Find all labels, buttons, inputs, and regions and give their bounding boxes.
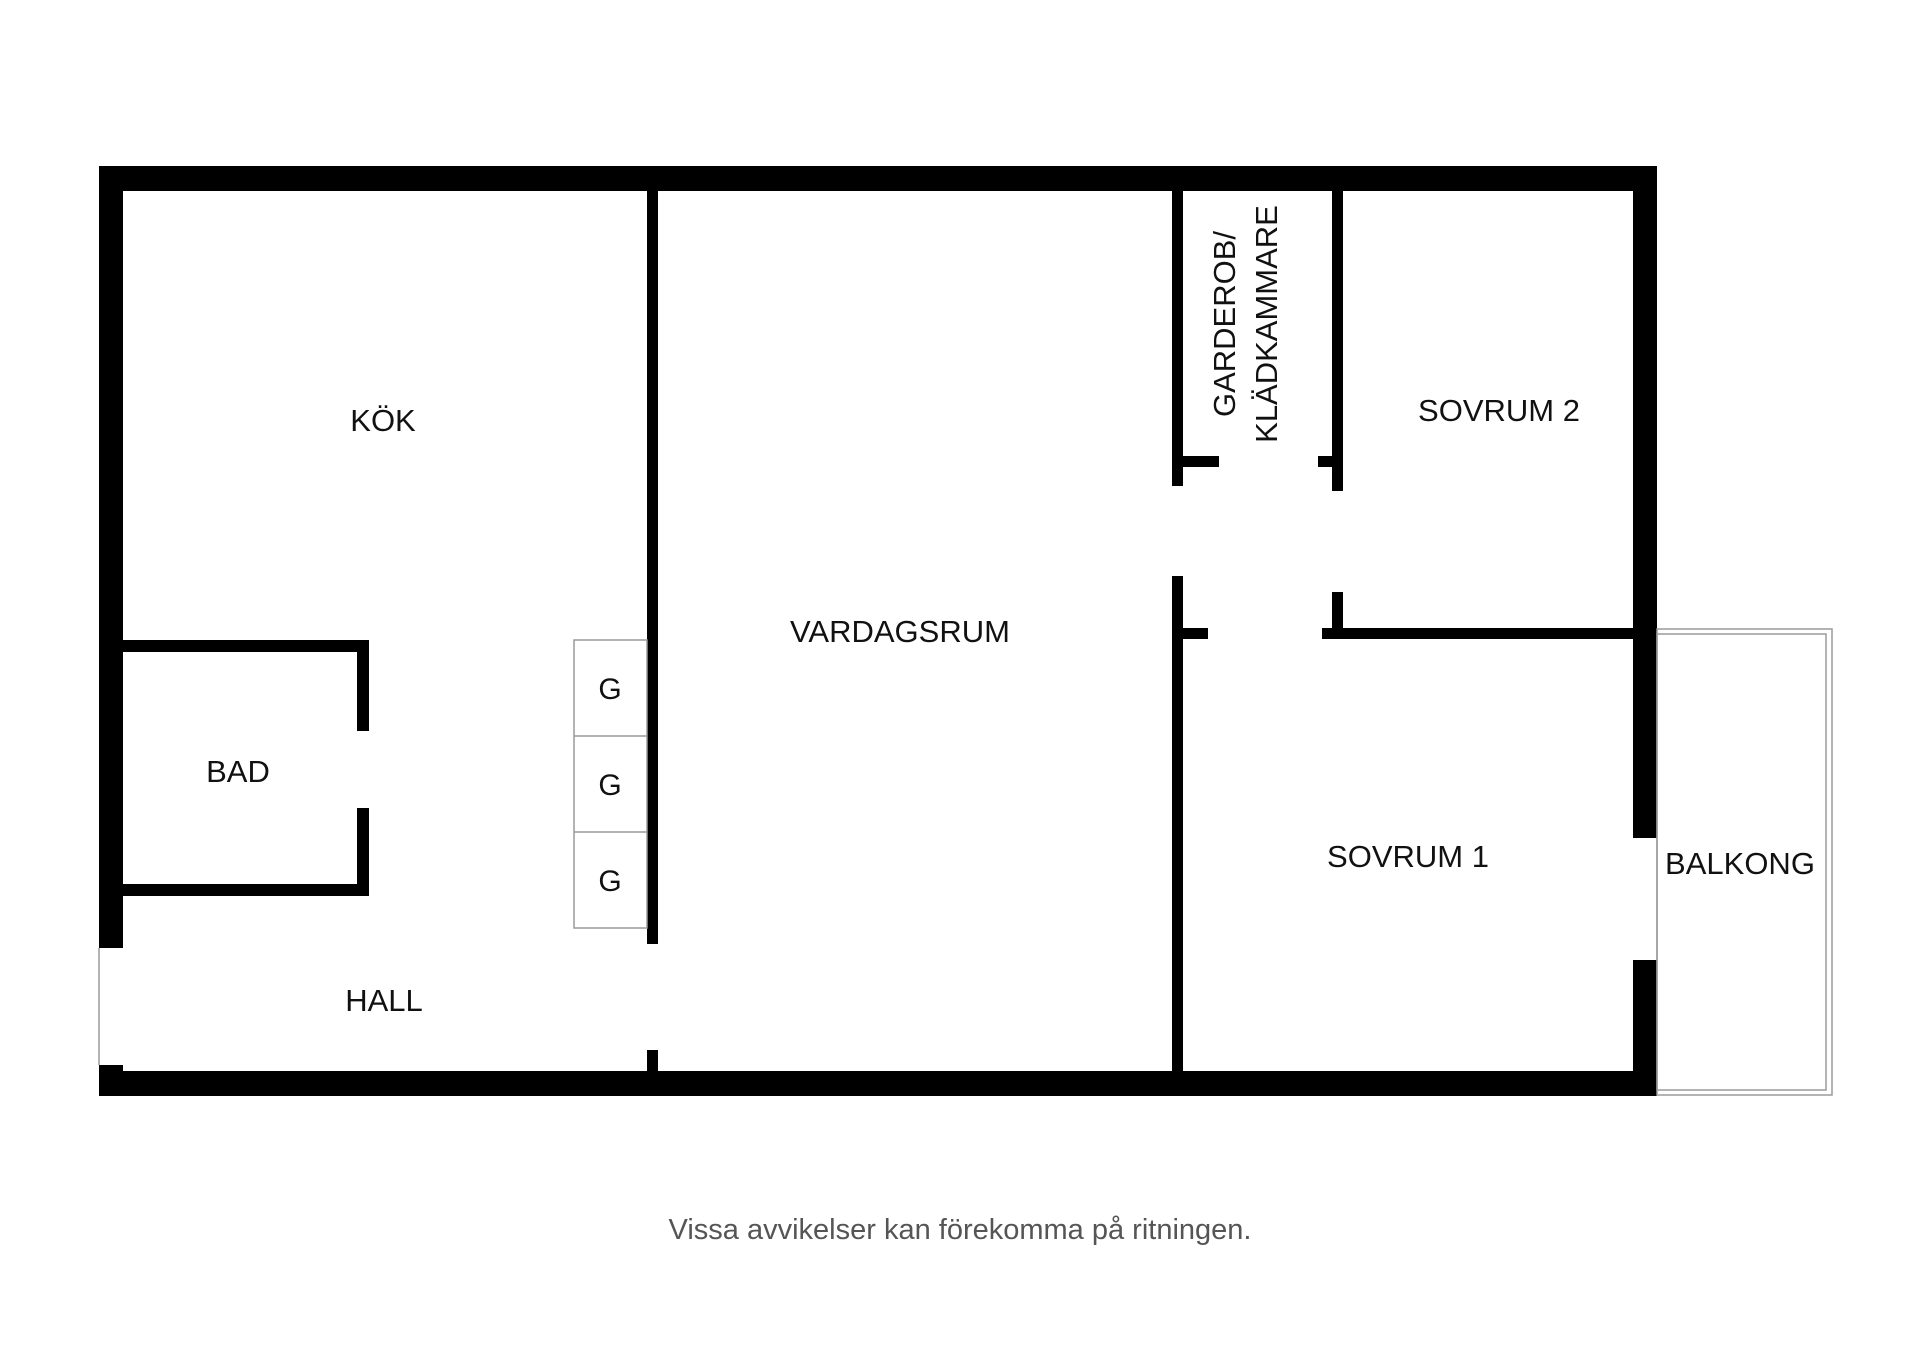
garderob-line-2: KLÄDKAMMARE	[1249, 205, 1284, 443]
room-label-kok: KÖK	[350, 403, 416, 438]
exterior-wall-bottom	[99, 1071, 1657, 1096]
appliance-cabinet	[573, 639, 648, 929]
exterior-wall-left-lower	[99, 1065, 123, 1096]
appliance-label: G	[598, 769, 621, 802]
wall-garderob-right	[1332, 191, 1343, 491]
wall-sovrum2-stub	[1332, 592, 1343, 628]
wall-sovrum2-bottom	[1322, 628, 1633, 639]
wall-garderob-right-stub	[1318, 456, 1332, 467]
wall-bad-right-upper	[357, 640, 369, 731]
exterior-wall-left-upper	[99, 166, 123, 948]
room-label-vardagsrum: VARDAGSRUM	[790, 614, 1010, 649]
wall-sovrum1-left-stub	[1183, 628, 1208, 639]
appliance-label: G	[598, 673, 621, 706]
room-label-sovrum2: SOVRUM 2	[1418, 393, 1580, 428]
balcony-outline	[1656, 628, 1833, 1096]
wall-kitchen-living-stub	[647, 1050, 658, 1071]
room-label-bad: BAD	[206, 754, 270, 789]
wall-bad-bottom	[123, 884, 369, 896]
wall-bad-top	[123, 640, 369, 652]
exterior-wall-top	[99, 166, 1657, 191]
disclaimer-text: Vissa avvikelser kan förekomma på ritnin…	[668, 1214, 1252, 1246]
wall-bad-right-lower	[357, 808, 369, 896]
exterior-wall-right-upper	[1633, 166, 1657, 838]
room-label-balkong: BALKONG	[1665, 846, 1815, 881]
room-label-hall: HALL	[345, 983, 423, 1018]
wall-garderob-left-stub	[1183, 456, 1219, 467]
room-label-garderob: GARDEROB/KLÄDKAMMARE	[1207, 205, 1284, 443]
wall-sovrum1-left	[1172, 576, 1183, 1071]
garderob-line-1: GARDEROB/	[1207, 231, 1242, 417]
appliance-label: G	[598, 865, 621, 898]
exterior-wall-right-lower	[1633, 960, 1657, 1096]
wall-kitchen-living	[647, 191, 658, 944]
room-label-sovrum1: SOVRUM 1	[1327, 839, 1489, 874]
wall-garderob-left	[1172, 191, 1183, 486]
